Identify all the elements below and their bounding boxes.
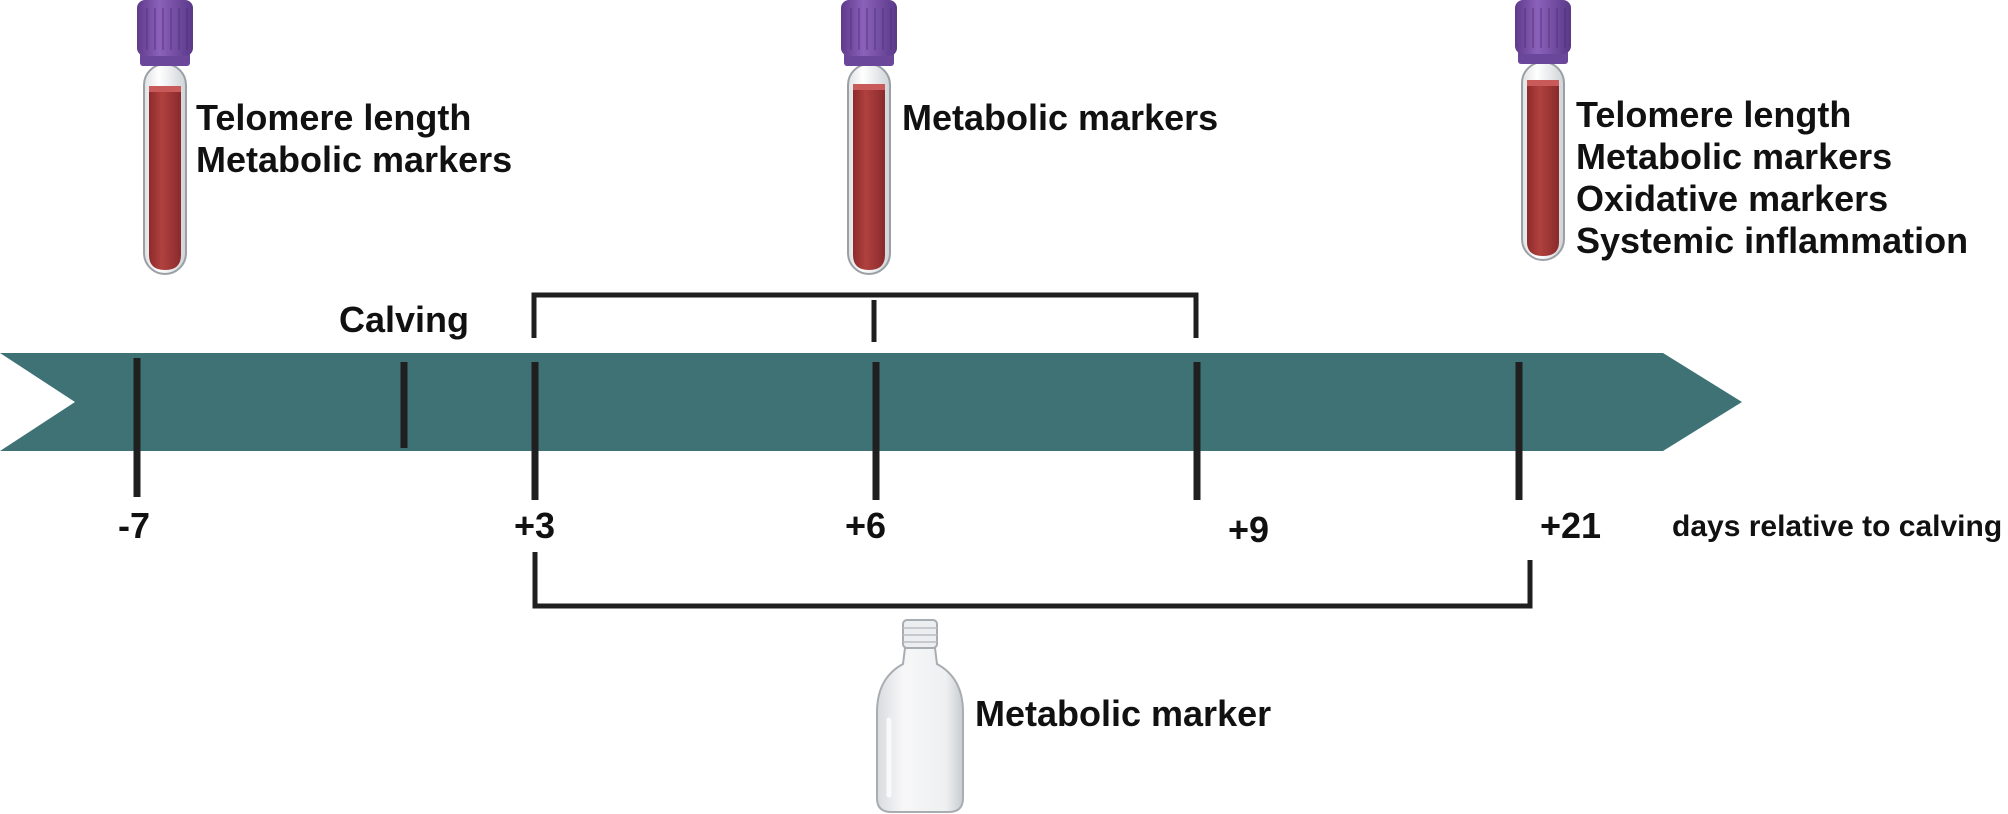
- lower-bracket: [532, 552, 1533, 609]
- timeline-ticks: [133, 358, 1523, 500]
- blood-tube-icon: [841, 0, 897, 275]
- sample-3-line-4: Systemic inflammation: [1576, 220, 1969, 261]
- sample-3-line-1: Telomere length: [1576, 94, 1852, 135]
- sample-3-labels: Telomere length Metabolic markers Oxidat…: [1576, 94, 1968, 262]
- day-label-plus-9: +9: [1228, 509, 1270, 550]
- urine-bottle-icon: [876, 619, 964, 813]
- day-label-plus-21: +21: [1540, 505, 1602, 546]
- sample-2-line-1: Metabolic markers: [902, 97, 1219, 138]
- calving-label: Calving: [339, 299, 470, 340]
- bottle-label: Metabolic marker: [975, 693, 1272, 734]
- blood-tube-icon: [1515, 0, 1571, 261]
- timeline-arrow: [0, 353, 1742, 451]
- sample-1-line-2: Metabolic markers: [196, 139, 513, 180]
- sample-1-line-1: Telomere length: [196, 97, 472, 138]
- day-label-plus-3: +3: [514, 505, 556, 546]
- upper-bracket: [531, 292, 1199, 342]
- sample-1-labels: Telomere length Metabolic markers: [196, 97, 512, 181]
- day-label-plus-6: +6: [845, 505, 887, 546]
- axis-unit-label: days relative to calving: [1672, 510, 2003, 543]
- day-label-minus-7: -7: [118, 505, 151, 546]
- blood-tube-icon: [137, 0, 193, 275]
- sample-2-labels: Metabolic markers: [902, 97, 1218, 139]
- sample-3-line-2: Metabolic markers: [1576, 136, 1893, 177]
- sample-3-line-3: Oxidative markers: [1576, 178, 1889, 219]
